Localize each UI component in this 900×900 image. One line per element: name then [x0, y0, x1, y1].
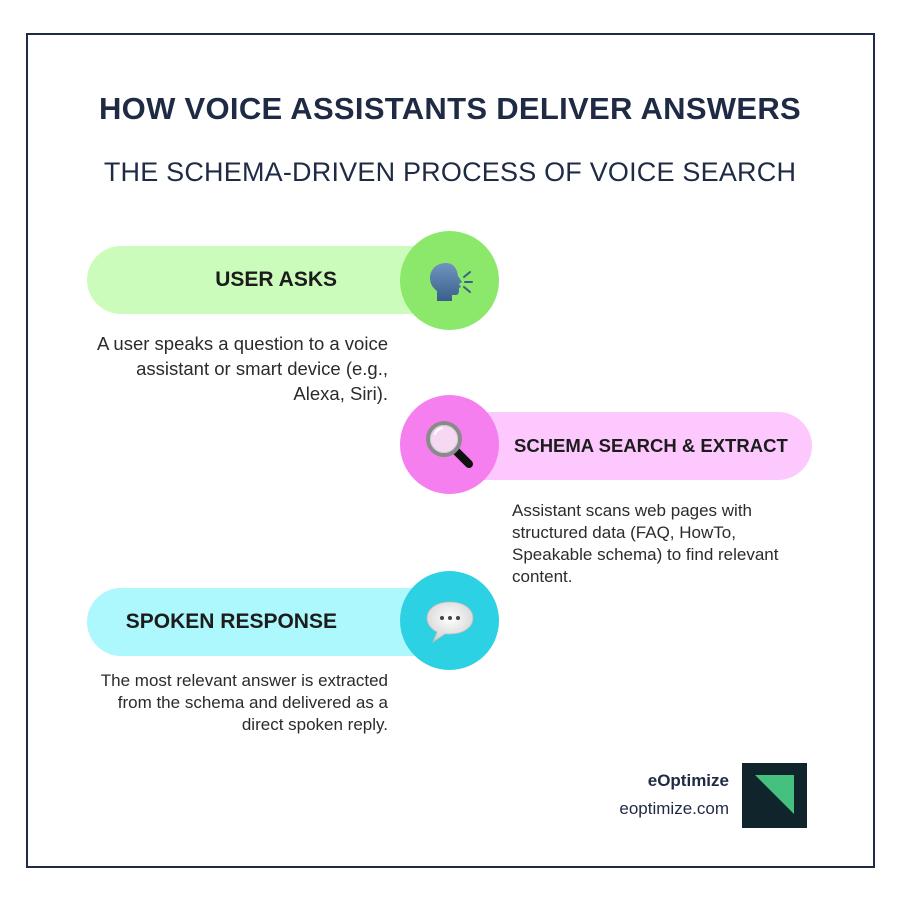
brand-name: eOptimize — [647, 771, 729, 790]
speaking-head-icon — [424, 255, 476, 307]
step-1-icon-circle — [400, 231, 499, 330]
step-2-description: Assistant scans web pages with structure… — [512, 501, 779, 586]
step-3-label: SPOKEN RESPONSE — [125, 610, 337, 633]
step-1-label: USER ASKS — [215, 268, 337, 291]
page-subtitle: THE SCHEMA-DRIVEN PROCESS OF VOICE SEARC… — [103, 157, 797, 187]
brand-block: eOptimize eoptimize.com — [619, 770, 729, 820]
step-2-icon-circle — [400, 395, 499, 494]
magnifying-glass-icon — [423, 418, 477, 472]
step-1-description: A user speaks a question to a voice assi… — [96, 333, 388, 404]
speech-bubble-icon — [423, 594, 477, 648]
step-2-label: SCHEMA SEARCH & EXTRACT — [514, 435, 788, 456]
logo-triangle-icon — [755, 775, 794, 814]
page-title: HOW VOICE ASSISTANTS DELIVER ANSWERS — [98, 91, 802, 126]
brand-url[interactable]: eoptimize.com — [619, 799, 729, 818]
step-3-pill: SPOKEN RESPONSE — [87, 588, 449, 656]
brand-logo — [742, 763, 807, 828]
step-3-icon-circle — [400, 571, 499, 670]
step-3-description: The most relevant answer is extracted fr… — [100, 671, 388, 734]
step-1-pill: USER ASKS — [87, 246, 449, 314]
step-2-pill: SCHEMA SEARCH & EXTRACT — [449, 412, 812, 480]
